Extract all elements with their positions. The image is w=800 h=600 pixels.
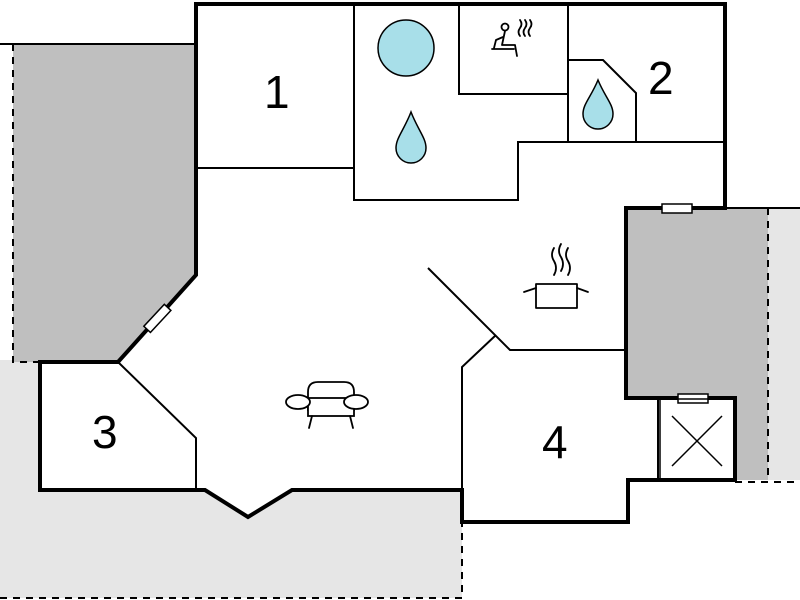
water-drop-icon	[395, 109, 427, 164]
sauna-icon	[491, 19, 533, 57]
terrace-dashed-outline	[0, 522, 463, 599]
terrace-dark-right	[626, 208, 768, 480]
terrace-light-area	[0, 360, 462, 598]
cooking-pot-icon	[523, 243, 589, 309]
pool-icon	[377, 19, 435, 77]
terrace-dark-left-dashed	[12, 44, 40, 363]
water-drop-icon	[582, 78, 614, 130]
exterior-walls	[38, 2, 737, 524]
house-floor	[40, 4, 735, 522]
room-label-1: 1	[264, 66, 290, 118]
void-cross-icon	[659, 398, 735, 480]
terrace-dark-left	[13, 44, 196, 362]
room-label-3: 3	[92, 406, 118, 458]
interior-walls	[117, 4, 725, 490]
window-diagonal	[142, 303, 172, 334]
window-top-right	[661, 203, 693, 214]
room-label-2: 2	[648, 52, 674, 104]
room-label-4: 4	[542, 416, 568, 468]
sofa-icon	[285, 381, 369, 429]
